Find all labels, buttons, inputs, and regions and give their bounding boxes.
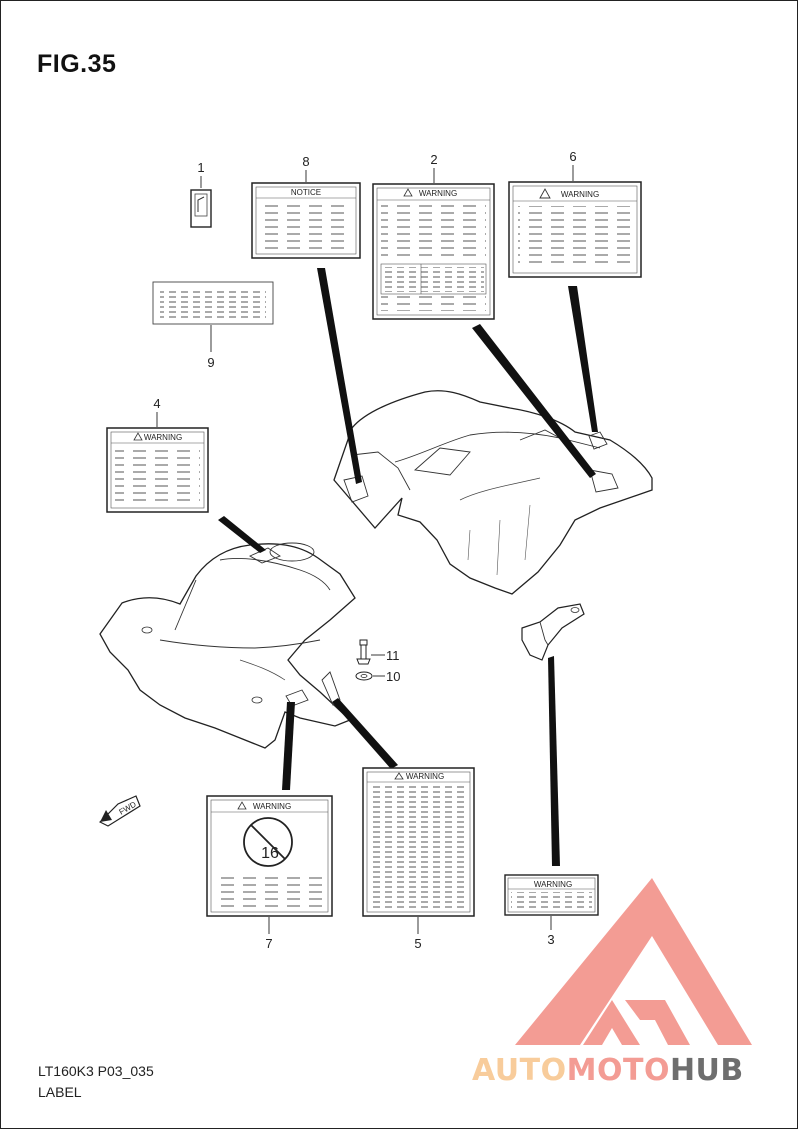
svg-text:6: 6	[569, 149, 576, 164]
callout-9[interactable]: 9	[207, 325, 215, 370]
svg-text:9: 9	[207, 355, 214, 370]
washer-10[interactable]	[355, 671, 385, 681]
svg-text:3: 3	[547, 932, 554, 947]
fwd-arrow-icon: FWD	[98, 795, 141, 827]
notice-title: NOTICE	[291, 188, 321, 197]
leader-wedges	[218, 268, 598, 866]
logo-hub: HUB	[670, 1053, 744, 1088]
automotohub-logo: AUTOMOTOHUB	[472, 878, 752, 1088]
warning-title: WARNING	[419, 189, 457, 198]
label-2-warning[interactable]: WARNING	[372, 183, 495, 320]
svg-text:1: 1	[197, 160, 204, 175]
label-4-warning[interactable]: WARNING	[106, 427, 209, 513]
label-7-warning[interactable]: WARNING 16	[206, 795, 333, 917]
logo-moto: MOTO	[567, 1053, 670, 1088]
warning-title: WARNING	[406, 772, 444, 781]
age-badge: 16	[261, 845, 279, 862]
warning-triangle-icon	[133, 432, 143, 441]
label-3-warning[interactable]: WARNING	[504, 874, 599, 916]
bracket-part	[521, 603, 585, 661]
label-8-notice[interactable]: NOTICE	[251, 182, 361, 259]
svg-text:8: 8	[302, 154, 309, 169]
callout-11[interactable]: 11	[386, 648, 400, 663]
callout-7[interactable]: 7	[265, 917, 273, 951]
callout-2[interactable]: 2	[430, 152, 438, 183]
warning-triangle-icon	[539, 188, 551, 199]
svg-text:10: 10	[386, 669, 400, 684]
rear-fender	[333, 390, 653, 595]
warning-triangle-icon	[237, 801, 247, 810]
front-fender	[99, 542, 356, 749]
label-1-small-tag[interactable]	[190, 189, 212, 228]
warning-triangle-icon	[403, 188, 413, 197]
callout-3[interactable]: 3	[547, 916, 555, 947]
no-riders-under-16-icon: 16	[243, 817, 293, 867]
callout-10[interactable]: 10	[386, 669, 400, 684]
callout-5[interactable]: 5	[414, 917, 422, 951]
section-name: LABEL	[38, 1084, 82, 1100]
logo-auto: AUTO	[472, 1053, 567, 1088]
warning-title: WARNING	[534, 880, 572, 889]
figure-title: FIG.35	[37, 50, 117, 78]
logo-word: AUTOMOTOHUB	[472, 1053, 744, 1088]
screw-11[interactable]	[356, 639, 385, 665]
callout-8[interactable]: 8	[302, 154, 310, 182]
svg-text:4: 4	[153, 396, 160, 411]
callout-6[interactable]: 6	[569, 149, 577, 181]
model-code: LT160K3 P03_035	[38, 1063, 154, 1079]
warning-title: WARNING	[561, 190, 599, 199]
warning-triangle-icon	[394, 772, 404, 780]
warning-title: WARNING	[253, 802, 291, 811]
svg-text:2: 2	[430, 152, 437, 167]
label-6-warning[interactable]: WARNING	[508, 181, 642, 278]
svg-text:11: 11	[386, 648, 400, 663]
svg-text:7: 7	[265, 936, 272, 951]
label-9-strip[interactable]	[152, 281, 274, 325]
callout-4[interactable]: 4	[153, 396, 161, 427]
svg-text:5: 5	[414, 936, 421, 951]
label-5-warning[interactable]: WARNING	[362, 767, 475, 917]
warning-title: WARNING	[144, 433, 182, 442]
callout-1[interactable]: 1	[197, 160, 205, 188]
